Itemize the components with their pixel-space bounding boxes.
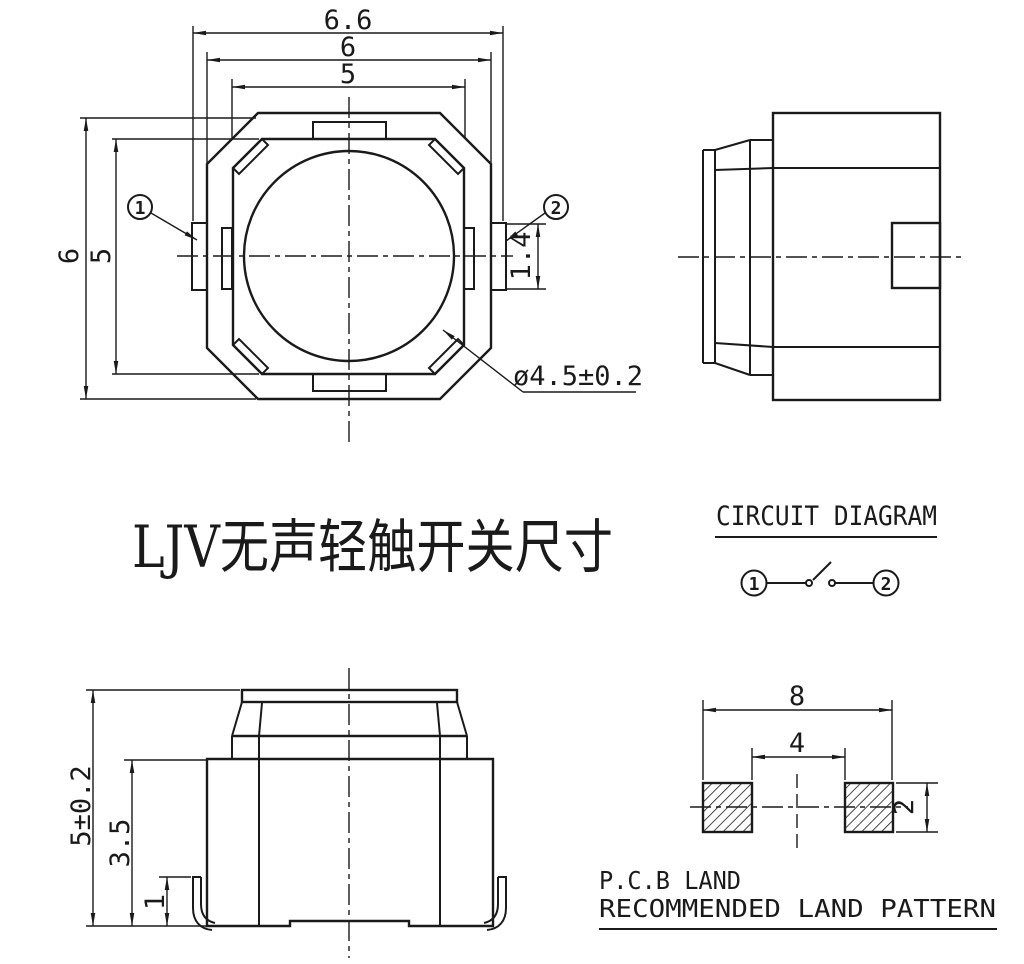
circuit-terminal-1-label: 1 [749,574,760,595]
dim-text-width-body: 6 [340,32,356,63]
button-inner-top [714,167,774,171]
dim-text-width-frame: 5 [340,59,356,90]
switch-contact-right [828,579,836,587]
leader-terminal-2 [505,212,546,242]
dim-text-terminal-width: 1.4 [506,232,537,281]
top-view: 6.6 6 5 6 5 1.4 1 2 ø4.5±0.2 [54,5,643,444]
corner-strip-bottom-right [427,337,466,376]
dim-text-pad-height: 2 [889,799,920,815]
lead-left-inner [200,877,216,924]
button-inner-bottom [714,342,774,348]
switch-contact-left [805,579,813,587]
dim-text-height-frame: 5 [86,248,117,264]
cap-inner-left [258,702,263,737]
dim-text-terminal-height: 1 [140,894,171,910]
balloon-terminal-1-label: 1 [135,198,146,219]
dim-text-height-body: 3.5 [105,819,136,868]
tab-bottom [312,373,387,392]
dim-text-button-diameter: ø4.5±0.2 [513,361,643,392]
pcb-caption-line2: RECOMMENDED LAND PATTERN [599,894,996,923]
cap-inner-right [436,702,441,737]
balloon-terminal-1 [127,194,153,220]
terminal-right-outer [490,222,507,291]
dim-text-height-overall: 5±0.2 [66,765,97,846]
corner-strip-top-right [427,137,466,176]
dim-text-width-overall: 6.6 [324,5,373,36]
circuit-terminal-1-balloon [740,569,768,597]
leader-terminal-1 [150,212,198,241]
lead-right-inner [483,877,499,924]
drawing-title: LJV无声轻触开关尺寸 [132,513,613,581]
front-view: 5±0.2 3.5 1 [66,668,507,958]
lead-left-outer [192,876,213,931]
dim-text-height-body: 6 [54,248,85,264]
button-circle [242,149,456,363]
dim-text-pad-span: 8 [789,681,805,712]
corner-strip-top-left [231,137,270,176]
pad-right [843,781,895,834]
terminal-left-inner [221,227,233,290]
button-slant-bottom [714,362,751,376]
button-slant-top [714,139,751,151]
lead-right-outer [486,876,507,931]
circuit-terminal-2-balloon [872,569,900,597]
circuit-terminal-2-label: 2 [881,574,892,595]
dim-text-pad-gap: 4 [789,728,805,759]
circuit-diagram-heading: CIRCUIT DIAGRAM [716,501,937,532]
side-view [678,111,964,402]
leader-diameter [442,329,524,393]
switch-lever [812,561,832,581]
tab-top [312,121,387,140]
corner-strip-bottom-left [231,337,270,376]
pcb-caption-line1: P.C.B LAND [599,866,741,895]
cap-top-plate [240,688,459,704]
pcb-land-pattern: 8 4 2 P.C.B LAND RECOMMENDED LAND PATTER… [599,681,997,930]
side-terminal-notch [890,221,942,290]
pad-left [701,781,754,834]
terminal-right-inner [463,227,475,290]
terminal-left-outer [191,222,208,291]
balloon-terminal-2-label: 2 [551,198,562,219]
circuit-diagram: CIRCUIT DIAGRAM 1 2 [715,501,937,597]
balloon-terminal-2 [543,194,569,220]
cap-slant-right [456,701,468,737]
front-body-outline [205,757,495,928]
cap-slant-left [231,701,243,737]
